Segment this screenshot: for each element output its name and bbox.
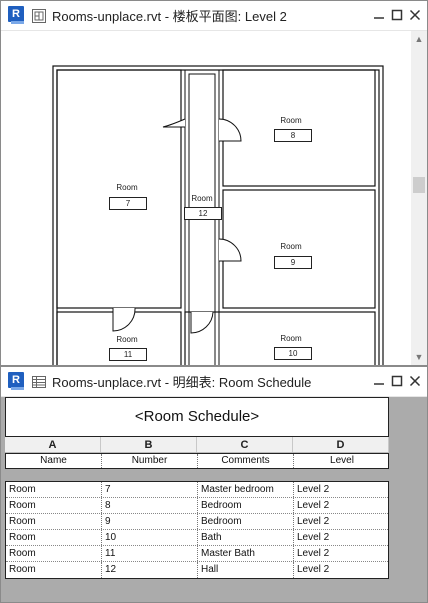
vertical-scrollbar[interactable]: ▲ ▼	[411, 31, 427, 365]
table-row[interactable]: Room 10 Bath Level 2	[6, 530, 388, 546]
room-number-tag[interactable]: 9	[274, 256, 312, 269]
revit-app-icon: R	[8, 5, 26, 26]
room-number-tag[interactable]: 10	[274, 347, 312, 360]
table-row[interactable]: Room 8 Bedroom Level 2	[6, 498, 388, 514]
floor-plan-window[interactable]: R Rooms-unplace.rvt - 楼板平面图: Level 2	[0, 0, 428, 366]
column-letter-row: A B C D	[5, 437, 389, 453]
room-number-tag[interactable]: 7	[109, 197, 147, 210]
cell-level[interactable]: Level 2	[297, 516, 330, 527]
room-number-tag[interactable]: 12	[184, 207, 222, 220]
room-name-label: Room	[116, 335, 138, 344]
room-number-tag[interactable]: 8	[274, 129, 312, 142]
cell-comments[interactable]: Hall	[198, 562, 294, 578]
table-row[interactable]: Room 12 Hall Level 2	[6, 562, 388, 578]
column-header[interactable]: Level	[330, 455, 354, 466]
cell-name[interactable]: Room	[6, 498, 102, 513]
room-name-label: Room	[191, 194, 213, 203]
schedule-title[interactable]: <Room Schedule>	[5, 397, 389, 437]
table-row[interactable]: Room 7 Master bedroom Level 2	[6, 482, 388, 498]
room-name-label: Room	[280, 116, 302, 125]
column-letter[interactable]: B	[101, 437, 197, 452]
floor-plan-view-icon	[32, 8, 46, 23]
scroll-down-icon[interactable]: ▼	[414, 352, 424, 362]
cell-name[interactable]: Room	[6, 546, 102, 561]
close-icon[interactable]	[409, 375, 421, 387]
revit-app-icon-letter: R	[8, 371, 24, 388]
column-header[interactable]: Number	[102, 454, 198, 468]
schedule-title-bar[interactable]: R Rooms-unplace.rvt - 明细表: Room Schedule	[1, 367, 427, 397]
room-number-tag[interactable]: 11	[109, 348, 147, 361]
minimize-icon[interactable]	[373, 375, 385, 387]
column-header[interactable]: Comments	[198, 454, 294, 468]
scroll-up-icon[interactable]: ▲	[414, 34, 424, 44]
table-row[interactable]: Room 9 Bedroom Level 2	[6, 514, 388, 530]
maximize-icon[interactable]	[391, 9, 403, 21]
cell-level[interactable]: Level 2	[297, 532, 330, 543]
minimize-icon[interactable]	[373, 9, 385, 21]
table-row[interactable]: Room 11 Master Bath Level 2	[6, 546, 388, 562]
cell-number[interactable]: 8	[102, 498, 198, 513]
cell-number[interactable]: 11	[102, 546, 198, 561]
cell-comments[interactable]: Bedroom	[198, 514, 294, 529]
close-icon[interactable]	[409, 9, 421, 21]
cell-name[interactable]: Room	[6, 530, 102, 545]
cell-comments[interactable]: Master Bath	[198, 546, 294, 561]
column-header-row: Name Number Comments Level	[5, 453, 389, 469]
cell-name[interactable]: Room	[6, 562, 102, 578]
column-letter[interactable]: A	[5, 437, 101, 452]
cell-level[interactable]: Level 2	[297, 484, 330, 495]
room-name-label: Room	[116, 183, 138, 192]
schedule-view-icon	[32, 375, 46, 388]
cell-comments[interactable]: Master bedroom	[198, 482, 294, 497]
cell-number[interactable]: 7	[102, 482, 198, 497]
floor-plan-drawing	[52, 65, 384, 365]
schedule-grid[interactable]: <Room Schedule> A B C D Name Number Comm…	[1, 397, 427, 602]
cell-number[interactable]: 10	[102, 530, 198, 545]
column-letter[interactable]: D	[293, 437, 389, 452]
scroll-thumb[interactable]	[413, 177, 425, 193]
cell-name[interactable]: Room	[6, 482, 102, 497]
maximize-icon[interactable]	[391, 375, 403, 387]
cell-number[interactable]: 9	[102, 514, 198, 529]
column-header[interactable]: Name	[6, 454, 102, 468]
revit-app-icon-letter: R	[8, 5, 24, 22]
plan-title-bar[interactable]: R Rooms-unplace.rvt - 楼板平面图: Level 2	[1, 1, 427, 31]
revit-app-icon: R	[8, 371, 26, 392]
cell-level[interactable]: Level 2	[297, 564, 330, 575]
cell-number[interactable]: 12	[102, 562, 198, 578]
schedule-rows: Room 7 Master bedroom Level 2 Room 8 Bed…	[5, 481, 389, 579]
cell-level[interactable]: Level 2	[297, 500, 330, 511]
room-name-label: Room	[280, 242, 302, 251]
schedule-window[interactable]: R Rooms-unplace.rvt - 明细表: Room Schedule…	[0, 366, 428, 603]
floor-plan-canvas[interactable]: Room 8 Room 7 Room 12 Room 9 Room 11 Roo…	[1, 31, 411, 365]
room-name-label: Room	[280, 334, 302, 343]
cell-comments[interactable]: Bedroom	[198, 498, 294, 513]
cell-comments[interactable]: Bath	[198, 530, 294, 545]
cell-name[interactable]: Room	[6, 514, 102, 529]
column-letter[interactable]: C	[197, 437, 293, 452]
schedule-window-title: Rooms-unplace.rvt - 明细表: Room Schedule	[52, 375, 312, 390]
plan-window-title: Rooms-unplace.rvt - 楼板平面图: Level 2	[52, 9, 287, 24]
cell-level[interactable]: Level 2	[297, 548, 330, 559]
